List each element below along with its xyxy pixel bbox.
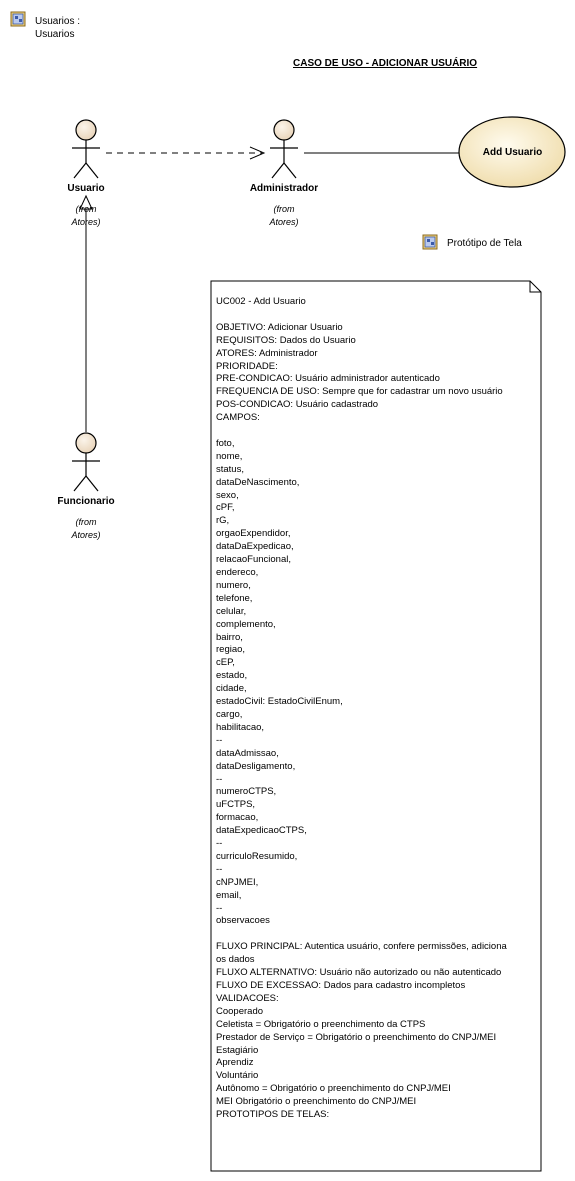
note-line: cidade, [216,683,247,695]
prototype-screen-icon[interactable] [422,234,438,250]
note-line: Aprendiz [216,1057,254,1069]
note-line: sexo, [216,489,239,501]
note-line: FREQUENCIA DE USO: Sempre que for cadast… [216,386,503,398]
note-line: REQUISITOS: Dados do Usuario [216,334,356,346]
note-line: numeroCTPS, [216,786,277,798]
actor-administrador-from-line2: Atores) [269,217,299,227]
note-line: PRE-CONDICAO: Usuário administrador aute… [216,373,440,385]
actor-funcionario-from-line2: Atores) [71,530,101,540]
note-line: dataExpedicaoCTPS, [216,825,307,837]
note-line: foto, [216,437,235,449]
note-line: Cooperado [216,1005,264,1017]
note-line: MEI Obrigatório o preenchimento do CNPJ/… [216,1096,417,1108]
actor-usuario-name: Usuario [67,183,105,194]
note-line: VALIDACOES: [216,992,279,1004]
note-line: cNPJMEI, [216,876,259,888]
note-line: UC002 - Add Usuario [216,296,306,307]
package-label-line2: Usuarios [35,29,75,40]
note-line: habilitacao, [216,721,265,733]
note-line: email, [216,889,242,901]
note-line: OBJETIVO: Adicionar Usuario [216,321,343,333]
package-icon[interactable] [10,11,26,27]
note-line: estadoCivil: EstadoCivilEnum, [216,696,343,708]
note-line: Estagiário [216,1044,259,1056]
note-line: cargo, [216,708,243,720]
note-line: CAMPOS: [216,412,260,424]
generalization-arrow[interactable] [79,194,93,432]
note-line: numero, [216,579,251,591]
actor-funcionario-name: Funcionario [57,496,115,507]
note-line: orgaoExpendidor, [216,528,291,540]
dependency-arrow[interactable] [106,146,266,160]
actor-usuario[interactable] [72,119,100,179]
actor-administrador-from: (from Atores) [244,203,324,229]
note-line: Voluntário [216,1070,259,1082]
actor-funcionario-from-line1: (from [75,517,97,527]
note-line: PRIORIDADE: [216,360,278,372]
prototype-link-label[interactable]: Protótipo de Tela [447,238,522,249]
note-line: observacoes [216,915,270,927]
note-line: status, [216,463,244,475]
note-line: endereco, [216,567,259,578]
actor-usuario-from: (from Atores) [46,203,126,229]
note-line: dataDeNascimento, [216,476,300,488]
note-line [216,425,541,438]
actor-funcionario-from: (from Atores) [46,516,126,542]
note-line: -- [216,838,223,850]
actor-administrador-from-line1: (from [273,204,295,214]
note-line: relacaoFuncional, [216,554,291,566]
actor-administrador[interactable] [270,119,298,179]
use-case-add-usuario[interactable] [458,116,566,188]
note-line: FLUXO ALTERNATIVO: Usuário não autorizad… [216,967,502,979]
note-line: cEP, [216,657,235,669]
note-line: celular, [216,605,247,617]
actor-administrador-name: Administrador [249,183,319,194]
note-line: Prestador de Serviço = Obrigatório o pre… [216,1031,497,1043]
diagram-title: CASO DE USO - ADICIONAR USUÁRIO [293,58,478,69]
note-line: cPF, [216,502,235,514]
note-line: nome, [216,450,243,462]
note-line: -- [216,734,223,746]
note-line: uFCTPS, [216,799,256,811]
note-line: ATORES: Administrador [216,347,318,359]
note-line: curriculoResumido, [216,850,298,862]
use-case-label: Add Usuario [482,147,543,158]
note-line: -- [216,773,223,785]
note-line: PROTOTIPOS DE TELAS: [216,1109,330,1121]
note-line: regiao, [216,644,246,656]
note-line: rG, [216,515,230,527]
actor-usuario-from-line1: (from [75,204,97,214]
note-line: FLUXO DE EXCESSAO: Dados para cadastro i… [216,979,466,991]
note-line: -- [216,863,223,875]
note-line: dataDaExpedicao, [216,541,294,553]
note-line [216,928,541,941]
note-line: Celetista = Obrigatório o preenchimento … [216,1018,426,1030]
note-line: POS-CONDICAO: Usuário cadastrado [216,399,379,411]
note-line [216,309,541,322]
note-line: -- [216,902,223,914]
note-line: estado, [216,670,248,682]
actor-usuario-from-line2: Atores) [71,217,101,227]
note-line: dataDesligamento, [216,760,296,772]
note-line: Autônomo = Obrigatório o preenchimento d… [216,1083,451,1095]
note-line: complemento, [216,618,276,630]
note-box[interactable] [210,280,542,1172]
note-line: bairro, [216,631,243,643]
note-line: telefone, [216,592,253,604]
note-line: os dados [216,954,255,966]
note-line: formacao, [216,812,259,824]
note-line: FLUXO PRINCIPAL: Autentica usuário, conf… [216,941,507,953]
package-label[interactable]: Usuarios : Usuarios [35,15,80,41]
actor-funcionario[interactable] [72,432,100,492]
package-label-line1: Usuarios : [35,16,81,27]
note-line: dataAdmissao, [216,747,279,759]
